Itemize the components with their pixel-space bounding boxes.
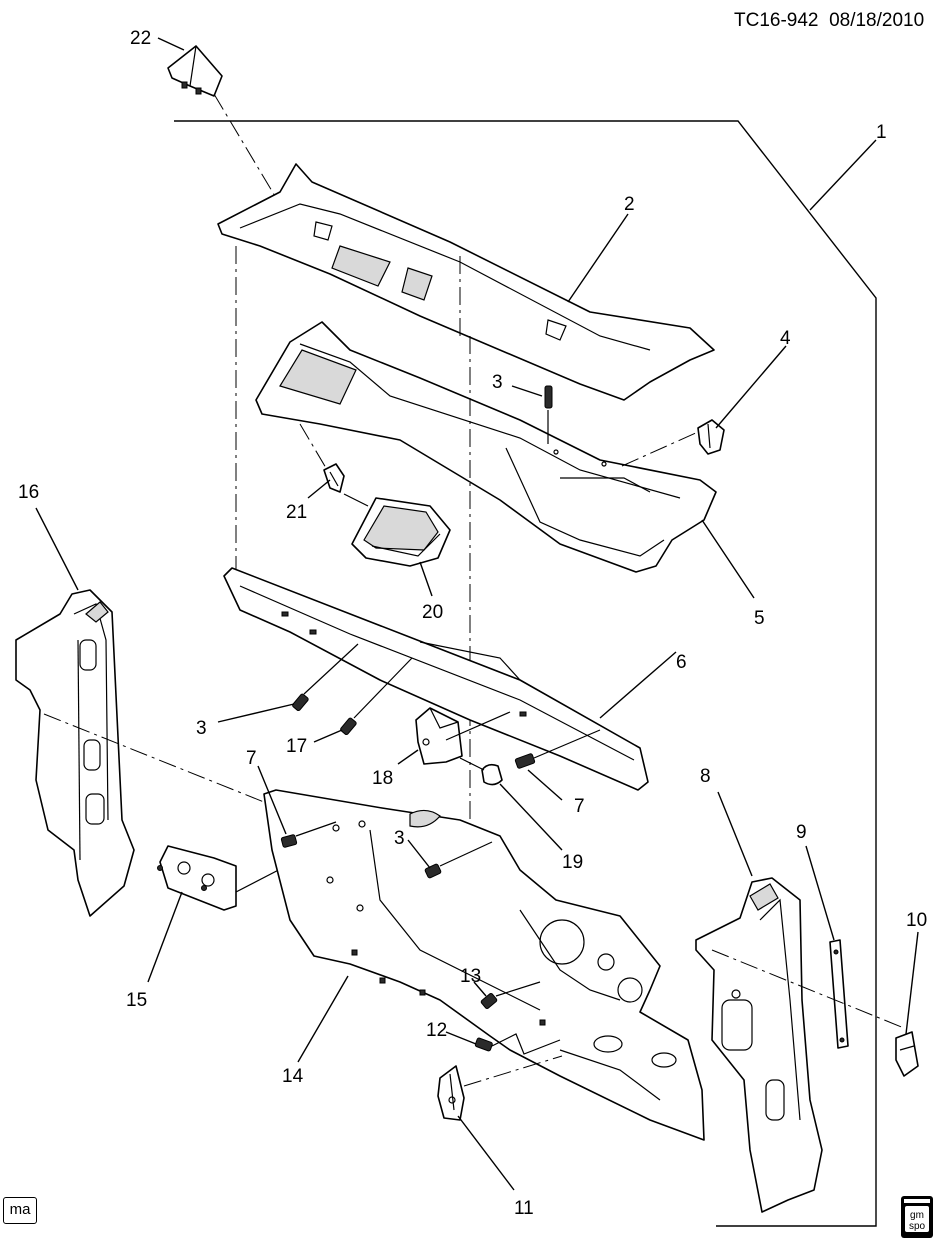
part-16-hinge-pillar[interactable] [15,589,135,917]
callout-5: 5 [754,608,765,629]
callout-13: 13 [460,966,481,987]
callout-6: 6 [676,652,687,673]
callout-14: 14 [282,1066,304,1087]
part-3-stud-left[interactable] [292,693,309,712]
callout-9: 9 [796,822,807,843]
part-7-right-axis [533,729,601,759]
part-10-clip[interactable] [895,1031,919,1077]
callout-16: 16 [18,482,39,503]
callout-15: 15 [126,990,147,1011]
part-17-stud[interactable] [340,717,357,736]
part-16-centerline [43,713,265,803]
part-12-axis [491,1033,561,1055]
callout-11: 11 [514,1198,534,1219]
part-17-axis [353,657,413,719]
part-21-clip[interactable] [323,463,345,493]
callout-3-upper: 3 [492,372,503,393]
part-8-hinge-pillar[interactable] [695,877,823,1213]
logo-spo: spo [909,1221,926,1232]
part-11-centerline [463,1055,563,1087]
part-11-bracket[interactable] [437,1065,465,1121]
assembly-bracket [174,120,877,1227]
part-2-cowl-panel[interactable] [217,163,715,401]
callout-22: 22 [130,28,151,49]
callout-18: 18 [372,768,393,789]
drawing-code: TC16-942 [734,10,819,31]
callout-7-left: 7 [246,748,257,769]
part-21-centerline [299,423,327,469]
gm-spo-logo: gm spo [901,1196,933,1238]
callout-21: 21 [286,502,307,523]
part-3-stud-upper[interactable] [544,385,553,409]
callout-7-right: 7 [574,796,585,817]
callout-4: 4 [780,328,791,349]
part-15-hinge-plate[interactable] [157,845,237,911]
part-5-plenum[interactable] [255,321,717,573]
part-3-center-axis [439,841,493,867]
callout-3-left: 3 [196,718,207,739]
callout-20: 20 [422,602,443,623]
part-4-centerline [621,431,699,467]
part-19-plug[interactable] [481,763,503,786]
callout-1: 1 [876,122,887,143]
part-3-left-axis [303,643,359,695]
callout-10: 10 [906,910,927,931]
part-20-axis [343,493,369,507]
callout-8: 8 [700,766,711,787]
leader-lines [35,37,919,1191]
part-18-bracket[interactable] [415,707,463,765]
drawing-date: 08/18/2010 [829,10,925,31]
callout-12: 12 [426,1020,447,1041]
part-22-pad[interactable] [167,45,223,97]
part-9-strip[interactable] [829,939,849,1049]
logo-gm: gm [910,1210,924,1221]
ma-mark: ma [3,1197,37,1224]
part-7-left-axis [295,821,337,837]
part-14-dash-panel[interactable] [263,789,705,1141]
part-18-axis [445,711,511,741]
callout-17: 17 [286,736,307,757]
part-7-stud-left[interactable] [280,834,298,848]
part-19-axis [459,757,485,771]
part-13-stud[interactable] [480,992,498,1010]
part-20-duct[interactable] [351,497,451,567]
part-13-axis [495,981,541,997]
part-9-centerline [711,949,905,1029]
callout-3-center: 3 [394,828,405,849]
drawing-code-date: TC16-942 08/18/2010 [734,10,924,32]
callout-2: 2 [624,194,635,215]
part-6-reinforcement[interactable] [223,567,649,791]
callout-19: 19 [562,852,583,873]
part-12-stud[interactable] [474,1037,493,1052]
part-7-stud-right[interactable] [514,753,536,769]
part-4-bracket[interactable] [697,419,725,455]
